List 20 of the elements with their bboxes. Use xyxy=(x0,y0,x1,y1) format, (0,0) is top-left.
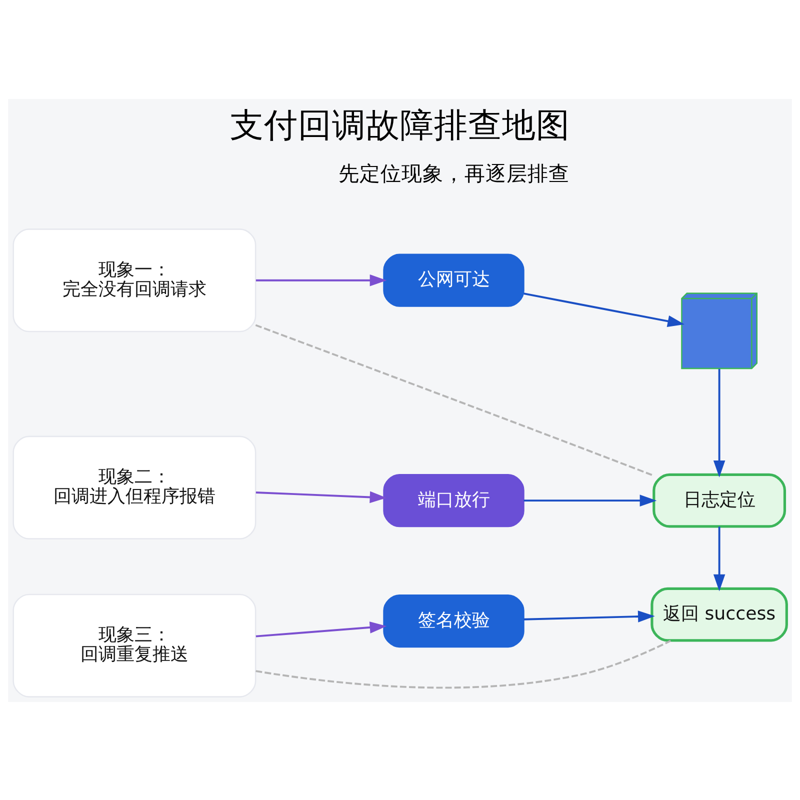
node-box: 现象二： 回调进入但程序报错 xyxy=(12,435,256,539)
node-box: 现象一： 完全没有回调请求 xyxy=(12,228,256,332)
node-box: 现象三： 回调重复推送 xyxy=(12,593,256,697)
arrow xyxy=(256,621,387,637)
arrow xyxy=(256,274,387,286)
node-box: 端口放行 xyxy=(383,474,524,527)
label: 先定位现象，再逐层排查 xyxy=(338,160,570,185)
node-box: 返回 success xyxy=(650,586,788,642)
node-box: 公网可达 xyxy=(383,253,524,306)
arrow xyxy=(256,490,387,503)
connector xyxy=(256,639,672,688)
connector xyxy=(255,324,654,476)
arrow xyxy=(524,292,684,327)
node-box: 签名校验 xyxy=(383,594,524,648)
arrow xyxy=(713,526,726,591)
arrow xyxy=(524,494,657,506)
arrow xyxy=(524,610,655,622)
node-box: 日志定位 xyxy=(652,472,786,528)
arrow xyxy=(713,368,726,477)
diagram-title: 支付回调故障排查地图 xyxy=(230,104,570,144)
